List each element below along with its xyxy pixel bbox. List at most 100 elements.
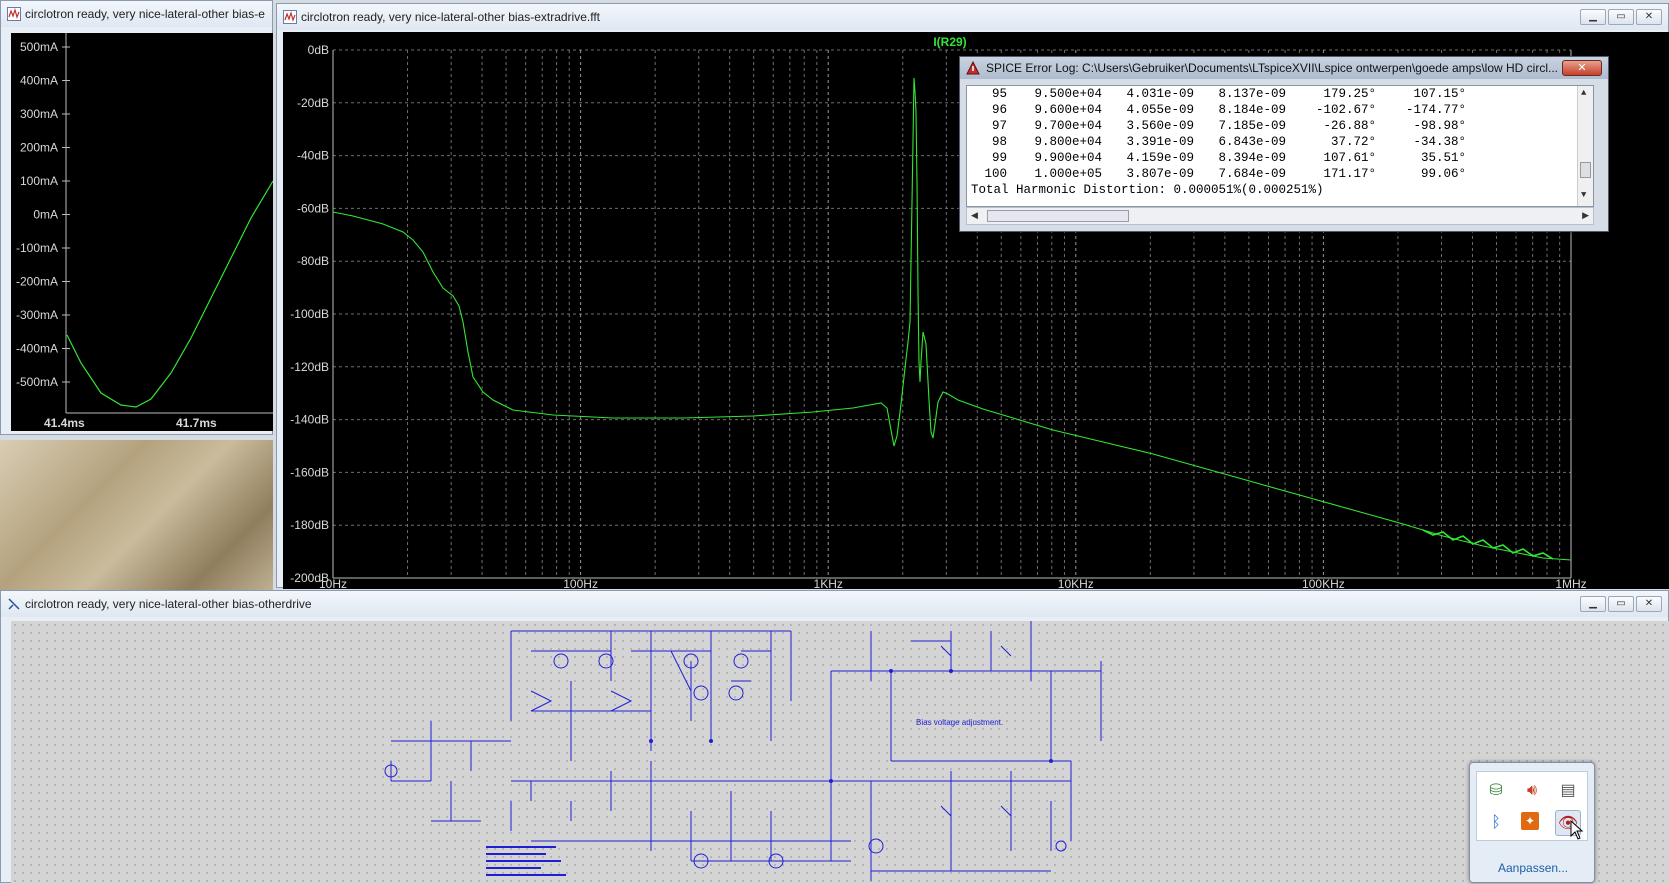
fft-trace-noise <box>1422 529 1554 560</box>
schematic-window[interactable]: circlotron ready, very nice-lateral-othe… <box>0 590 1669 884</box>
minimize-button[interactable]: ▁ <box>1580 596 1606 612</box>
desktop-wallpaper <box>0 440 273 590</box>
fft-x-tick-label: 1KHz <box>814 577 843 589</box>
safely-remove-hardware-icon[interactable]: ⛁ <box>1489 782 1503 799</box>
minimize-button[interactable]: ▁ <box>1580 9 1606 25</box>
transient-title: circlotron ready, very nice-lateral-othe… <box>25 7 265 21</box>
harmonic-cell: 6.843e-09 <box>1218 135 1286 149</box>
fft-y-tick-label: -200dB <box>290 571 329 585</box>
fft-x-tick-label: 100KHz <box>1302 577 1345 589</box>
schematic-annotation: Bias voltage adjustment. <box>916 718 1003 727</box>
fft-y-tick-label: -160dB <box>290 465 329 479</box>
harmonic-cell: 107.15° <box>1413 87 1466 101</box>
harmonic-cell: 95 <box>991 87 1007 101</box>
spice-error-log-window[interactable]: SPICE Error Log: C:\Users\Gebruiker\Docu… <box>959 56 1609 232</box>
fft-y-tick-label: -60dB <box>297 201 329 215</box>
fft-x-tick-label: 10Hz <box>319 577 347 589</box>
harmonic-cell: 9.900e+04 <box>1034 151 1102 165</box>
harmonic-cell: 8.137e-09 <box>1218 87 1286 101</box>
waveform-icon <box>283 10 297 24</box>
transient-y-tick-label: -400mA <box>16 342 58 356</box>
fft-y-tick-label: -120dB <box>290 360 329 374</box>
harmonic-cell: 107.61° <box>1323 151 1376 165</box>
fft-y-tick-label: -80dB <box>297 254 329 268</box>
harmonic-cell: -102.67° <box>1315 103 1376 117</box>
schematic-icon <box>8 598 20 610</box>
harmonic-cell: 3.560e-09 <box>1126 119 1194 133</box>
transient-trace <box>66 180 273 408</box>
transient-plot-svg: 500mA400mA300mA200mA100mA0mA-100mA-200mA… <box>16 33 273 414</box>
fft-title: circlotron ready, very nice-lateral-othe… <box>301 10 601 24</box>
schematic-titlebar[interactable]: circlotron ready, very nice-lateral-othe… <box>1 591 1668 617</box>
harmonic-cell: 9.500e+04 <box>1034 87 1102 101</box>
transient-y-tick-label: -500mA <box>16 375 58 389</box>
maximize-button[interactable]: ▭ <box>1608 596 1634 612</box>
harmonic-cell: 3.807e-09 <box>1126 167 1194 181</box>
harmonic-cell: 96 <box>991 103 1007 117</box>
close-button[interactable]: ✕ <box>1636 9 1662 25</box>
harmonic-cell: 100 <box>984 167 1007 181</box>
harmonic-cell: 3.391e-09 <box>1126 135 1194 149</box>
scroll-down-arrow[interactable]: ▼ <box>1581 190 1587 200</box>
update-icon[interactable]: ✦ <box>1521 812 1539 830</box>
thd-line: Total Harmonic Distortion: 0.000051%(0.0… <box>971 183 1324 197</box>
harmonic-cell: -26.88° <box>1323 119 1376 133</box>
harmonic-cell: 4.159e-09 <box>1126 151 1194 165</box>
fft-plot-svg: I(R29) 0dB-20dB-40dB-60dB-80dB-100dB-120… <box>290 35 1586 589</box>
schematic-canvas[interactable]: Bias voltage adjustment. <box>11 621 1669 884</box>
bluetooth-icon[interactable]: ᛒ <box>1491 814 1501 831</box>
harmonic-cell: 99 <box>991 151 1007 165</box>
ltspice-icon <box>966 61 980 75</box>
error-log-vscroll[interactable]: ▲ ▼ <box>1577 86 1593 206</box>
harmonic-cell: 35.51° <box>1420 151 1466 165</box>
transient-window[interactable]: circlotron ready, very nice-lateral-othe… <box>0 0 273 435</box>
fft-titlebar[interactable]: circlotron ready, very nice-lateral-othe… <box>277 4 1668 30</box>
hscroll-right-arrow[interactable]: ▶ <box>1582 210 1589 220</box>
fft-x-tick-label: 100Hz <box>563 577 598 589</box>
harmonic-cell: 98 <box>991 135 1007 149</box>
transient-y-tick-label: -200mA <box>16 275 58 289</box>
scroll-thumb[interactable] <box>1580 162 1591 178</box>
harmonic-cell: 9.600e+04 <box>1034 103 1102 117</box>
fft-x-tick-label: 1MHz <box>1555 577 1586 589</box>
transient-y-tick-label: -300mA <box>16 308 58 322</box>
fft-trace <box>332 77 1572 561</box>
error-log-titlebar[interactable]: SPICE Error Log: C:\Users\Gebruiker\Docu… <box>960 57 1608 79</box>
harmonic-cell: 8.394e-09 <box>1218 151 1286 165</box>
mouse-cursor-icon <box>1570 820 1584 840</box>
hscroll-thumb[interactable] <box>987 210 1129 222</box>
error-log-close-button[interactable]: ✕ <box>1562 60 1602 76</box>
scroll-up-arrow[interactable]: ▲ <box>1581 88 1587 98</box>
monitor-icon[interactable]: ▤ <box>1560 782 1576 799</box>
harmonic-cell: 37.72° <box>1330 135 1376 149</box>
hscroll-left-arrow[interactable]: ◀ <box>971 210 978 220</box>
fft-trace-label: I(R29) <box>933 35 966 49</box>
transient-x-tick-1: 41.7ms <box>176 416 217 430</box>
error-log-hscroll[interactable]: ◀ ▶ <box>966 207 1594 225</box>
harmonic-cell: 1.000e+05 <box>1034 167 1102 181</box>
maximize-button[interactable]: ▭ <box>1608 9 1634 25</box>
fft-y-tick-label: -40dB <box>297 149 329 163</box>
harmonic-cell: 99.06° <box>1420 167 1466 181</box>
fft-x-tick-label: 10KHz <box>1058 577 1094 589</box>
transient-titlebar[interactable]: circlotron ready, very nice-lateral-othe… <box>1 1 272 27</box>
harmonic-cell: 171.17° <box>1323 167 1376 181</box>
harmonic-cell: 9.700e+04 <box>1034 119 1102 133</box>
transient-y-tick-label: 400mA <box>20 74 58 88</box>
close-button[interactable]: ✕ <box>1636 596 1662 612</box>
fft-y-tick-label: -100dB <box>290 307 329 321</box>
customize-link[interactable]: Aanpassen... <box>1498 861 1569 875</box>
transient-y-tick-label: -100mA <box>16 241 58 255</box>
transient-y-tick-label: 300mA <box>20 107 58 121</box>
harmonic-cell: 8.184e-09 <box>1218 103 1286 117</box>
transient-x-tick-0: 41.4ms <box>44 416 85 430</box>
speaker-icon[interactable]: 🔊︎ <box>1526 782 1538 799</box>
harmonic-cell: 9.800e+04 <box>1034 135 1102 149</box>
transient-y-tick-label: 0mA <box>33 208 58 222</box>
fft-y-tick-label: 0dB <box>308 43 329 57</box>
